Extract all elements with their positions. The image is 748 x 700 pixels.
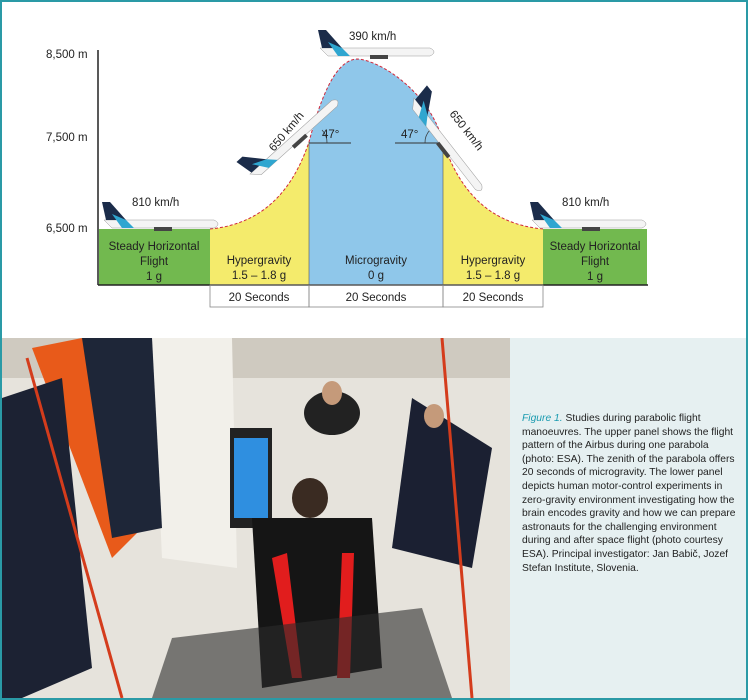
flight-path xyxy=(209,58,544,230)
speed-label: 810 km/h xyxy=(132,197,179,209)
phase-g: 1.5 – 1.8 g xyxy=(232,270,286,282)
speed-label: 390 km/h xyxy=(349,31,396,43)
phase-label: Hypergravity xyxy=(227,255,292,267)
steady-flight-right-region xyxy=(543,229,647,285)
phase-g: 0 g xyxy=(368,270,384,282)
altitude-label: 6,500 m xyxy=(46,223,88,235)
speed-label: 650 km/h xyxy=(447,108,486,153)
angle-label: 47° xyxy=(322,129,339,141)
phase-g: 1 g xyxy=(587,271,603,283)
phase-g: 1 g xyxy=(146,271,162,283)
phase-label: Flight xyxy=(140,256,169,268)
caption-text: Studies during parabolic flight manoeuvr… xyxy=(522,413,736,574)
microgravity-region xyxy=(309,59,443,285)
figure-label: Figure 1. xyxy=(522,413,563,424)
duration-label: 20 Seconds xyxy=(346,292,407,304)
phase-label: Steady Horizontal xyxy=(550,241,641,253)
duration-label: 20 Seconds xyxy=(463,292,524,304)
zero-gravity-cabin-image xyxy=(2,338,510,698)
hypergravity-right-region xyxy=(443,142,543,285)
phase-label: Steady Horizontal xyxy=(109,241,200,253)
angle-label: 47° xyxy=(401,129,418,141)
figure-caption: Figure 1. Studies during parabolic fligh… xyxy=(510,338,746,698)
duration-boxes xyxy=(209,284,544,308)
speed-label: 810 km/h xyxy=(562,197,609,209)
phase-label: Microgravity xyxy=(345,255,407,267)
steady-flight-left-region xyxy=(99,229,210,285)
parabolic-flight-diagram: 8,500 m 7,500 m 6,500 m 390 km/h 810 km/… xyxy=(46,29,648,308)
altitude-label: 8,500 m xyxy=(46,49,88,61)
phase-label: Hypergravity xyxy=(461,255,526,267)
altitude-label: 7,500 m xyxy=(46,132,88,144)
phase-label: Flight xyxy=(581,256,610,268)
experiment-photo xyxy=(2,338,510,698)
duration-label: 20 Seconds xyxy=(229,292,290,304)
phase-g: 1.5 – 1.8 g xyxy=(466,270,520,282)
hypergravity-left-region xyxy=(210,142,309,285)
